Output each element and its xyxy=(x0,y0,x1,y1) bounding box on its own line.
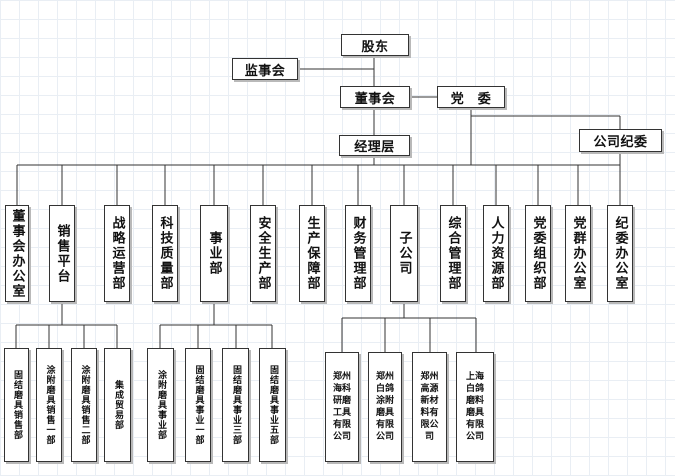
sales-unit-coated-abrasives-1: 涂附磨具销售一部 xyxy=(36,348,62,462)
dept-discipline-office: 纪委办公室 xyxy=(607,205,633,302)
sales-unit-integrated-trade: 集成贸易部 xyxy=(104,348,131,462)
business-unit-bonded-1: 固结磨具事业一部 xyxy=(185,348,211,462)
dept-sales-platform: 销售平台 xyxy=(49,205,75,302)
subsidiary-zhengzhou-baige-coated: 郑州 白鸽 涂附 磨具 有限 公司 xyxy=(368,352,402,462)
business-unit-bonded-5: 固结磨具事业五部 xyxy=(259,348,286,462)
business-unit-coated-abrasives: 涂附磨具事业部 xyxy=(147,348,174,462)
dept-human-resources: 人力资源部 xyxy=(483,205,509,302)
dept-party-mass-office: 党群办公室 xyxy=(565,205,591,302)
dept-general-admin: 综合管理部 xyxy=(440,205,466,302)
subsidiary-zhengzhou-haike: 郑州 海科 研磨 工具 有限 公司 xyxy=(325,352,359,462)
dept-business-division: 事业部 xyxy=(200,205,228,302)
dept-subsidiaries: 子公司 xyxy=(390,205,418,302)
business-unit-bonded-3: 固结磨具事业三部 xyxy=(222,348,249,462)
supervisory-board-box: 监事会 xyxy=(232,58,298,80)
dept-party-organization: 党委组织部 xyxy=(525,205,551,302)
party-committee-box: 党 委 xyxy=(437,86,505,108)
board-of-directors-box: 董事会 xyxy=(340,86,410,108)
dept-board-office: 董事会办公室 xyxy=(5,205,29,302)
dept-technology-quality: 科技质量部 xyxy=(152,205,178,302)
dept-safety-production: 安全生产部 xyxy=(250,205,276,302)
dept-strategy-operations: 战略运营部 xyxy=(104,205,130,302)
dept-production-support: 生产保障部 xyxy=(299,205,325,302)
discipline-committee-box: 公司纪委 xyxy=(579,129,662,152)
sales-unit-bonded-abrasives: 固结磨具销售部 xyxy=(4,348,29,462)
dept-finance: 财务管理部 xyxy=(345,205,371,302)
shareholders-box: 股东 xyxy=(341,34,409,56)
sales-unit-coated-abrasives-2: 涂附磨具销售二部 xyxy=(71,348,97,462)
subsidiary-shanghai-baige: 上海 白鸽 磨料 磨具 有限 公司 xyxy=(456,352,494,462)
management-box: 经理层 xyxy=(339,135,410,156)
subsidiary-zhengzhou-gaoyuan: 郑州 高源 新材 料有 限公 司 xyxy=(412,352,447,462)
